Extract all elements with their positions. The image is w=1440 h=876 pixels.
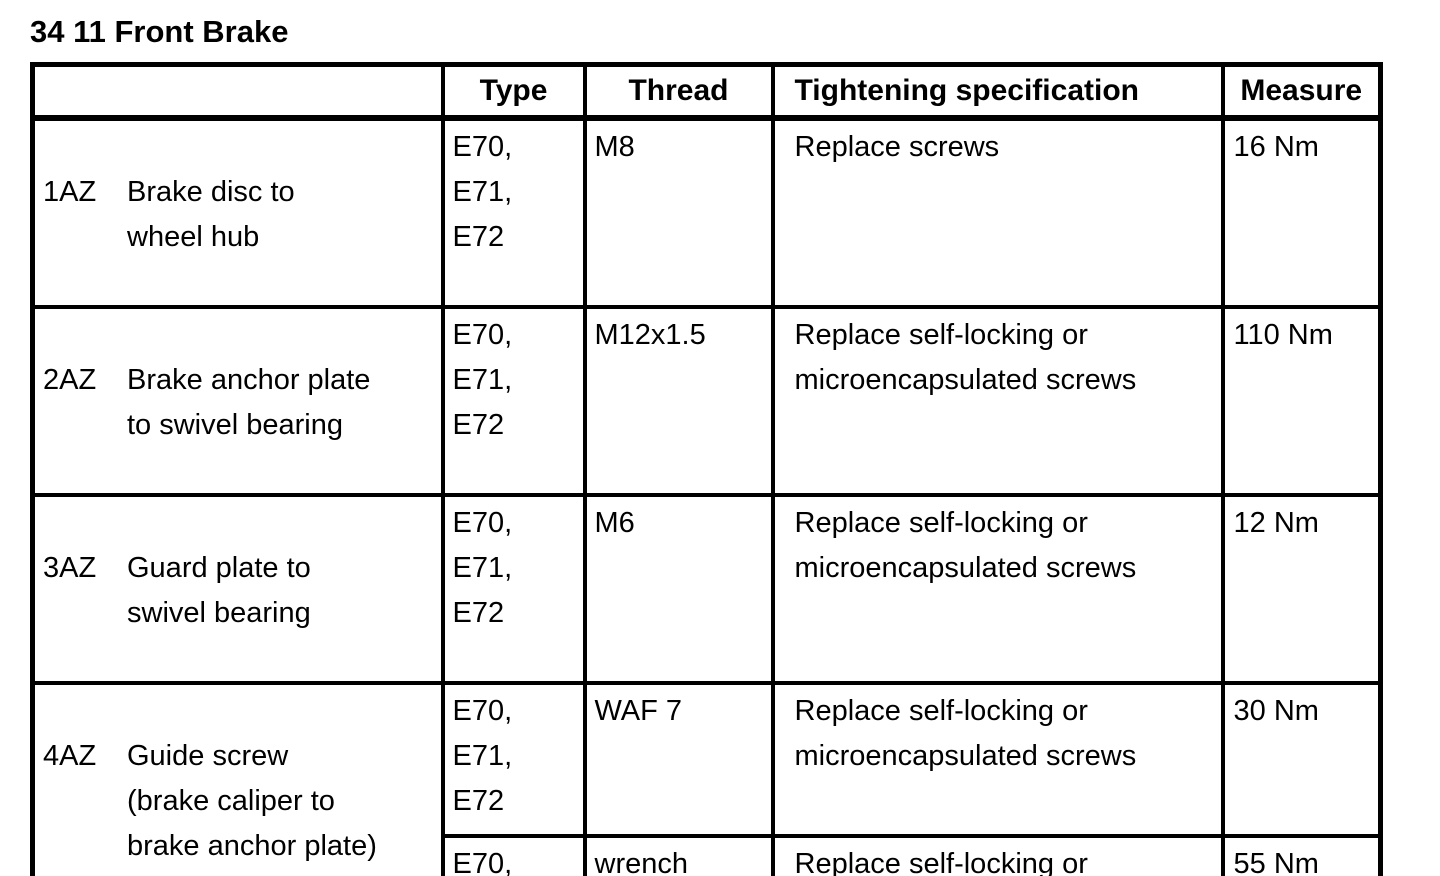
table-row-3az: 3AZ Guard plate to swivel bearing E70, E…: [30, 493, 1383, 685]
position-code: 2AZ: [43, 364, 97, 396]
column-header-measure: Measure: [1220, 62, 1383, 121]
type-cell: E70, E71, E72: [440, 493, 587, 685]
measure-cell: 16 Nm: [1220, 116, 1383, 309]
position-code: 1AZ: [43, 176, 97, 208]
item-description: Guard plate to swivel bearing: [127, 552, 311, 629]
type-cell: E70, E71, E72: [440, 681, 587, 838]
position-code: 3AZ: [43, 552, 97, 584]
item-cell: 2AZ Brake anchor plate to swivel bearing: [30, 305, 445, 497]
item-description: Brake disc to wheel hub: [127, 176, 295, 253]
table-row-1az: 1AZ Brake disc to wheel hub E70, E71, E7…: [30, 116, 1383, 309]
column-header-tightening-specification: Tightening specification: [770, 62, 1225, 121]
position-code: 4AZ: [43, 740, 97, 772]
thread-cell: M6: [582, 493, 775, 685]
item-description: Brake anchor plate to swivel bearing: [127, 364, 371, 441]
type-cell: E70, E71, E72: [440, 305, 587, 497]
table-row-4az-continued: E70, E71, E72 wrench size 9 mm Replace s…: [33, 834, 1383, 876]
type-cell: E70, E71, E72: [440, 116, 587, 309]
torque-spec-table: Type Thread Tightening specification Mea…: [30, 62, 1383, 876]
tightening-spec-cell: Replace screws: [770, 116, 1225, 309]
measure-cell: 30 Nm: [1220, 681, 1383, 838]
page-title: 34 11 Front Brake: [30, 14, 289, 49]
item-wrap: 2AZ Brake anchor plate to swivel bearing: [37, 354, 439, 448]
measure-cell: 110 Nm: [1220, 305, 1383, 497]
column-header-item: [30, 62, 445, 121]
type-cell: E70, E71, E72: [440, 834, 587, 876]
tightening-spec-cell: Replace self-locking or microencapsulate…: [770, 493, 1225, 685]
column-header-thread: Thread: [582, 62, 775, 121]
thread-cell: WAF 7: [582, 681, 775, 838]
measure-cell: 55 Nm: [1220, 834, 1383, 876]
thread-cell: M8: [582, 116, 775, 309]
tightening-spec-cell: Replace self-locking or microencapsulate…: [770, 681, 1225, 838]
item-wrap: 4AZ Guide screw (brake caliper to brake …: [37, 730, 439, 869]
item-description: Guide screw (brake caliper to brake anch…: [127, 740, 377, 862]
thread-cell: wrench size 9 mm: [582, 834, 775, 876]
column-header-type: Type: [440, 62, 587, 121]
item-cell: 3AZ Guard plate to swivel bearing: [30, 493, 445, 685]
item-cell: 1AZ Brake disc to wheel hub: [30, 116, 445, 309]
measure-cell: 12 Nm: [1220, 493, 1383, 685]
table-row-2az: 2AZ Brake anchor plate to swivel bearing…: [30, 305, 1383, 497]
table-header-row: Type Thread Tightening specification Mea…: [30, 62, 1383, 121]
table-row-4az: 4AZ Guide screw (brake caliper to brake …: [30, 681, 1383, 876]
tightening-spec-cell: Replace self-locking or microencapsulate…: [770, 305, 1225, 497]
item-wrap: 3AZ Guard plate to swivel bearing: [37, 542, 439, 636]
thread-cell: M12x1.5: [582, 305, 775, 497]
item-wrap: 1AZ Brake disc to wheel hub: [37, 166, 439, 260]
item-cell: 4AZ Guide screw (brake caliper to brake …: [30, 681, 445, 876]
tightening-spec-cell: Replace self-locking or microencapsulate…: [770, 834, 1225, 876]
